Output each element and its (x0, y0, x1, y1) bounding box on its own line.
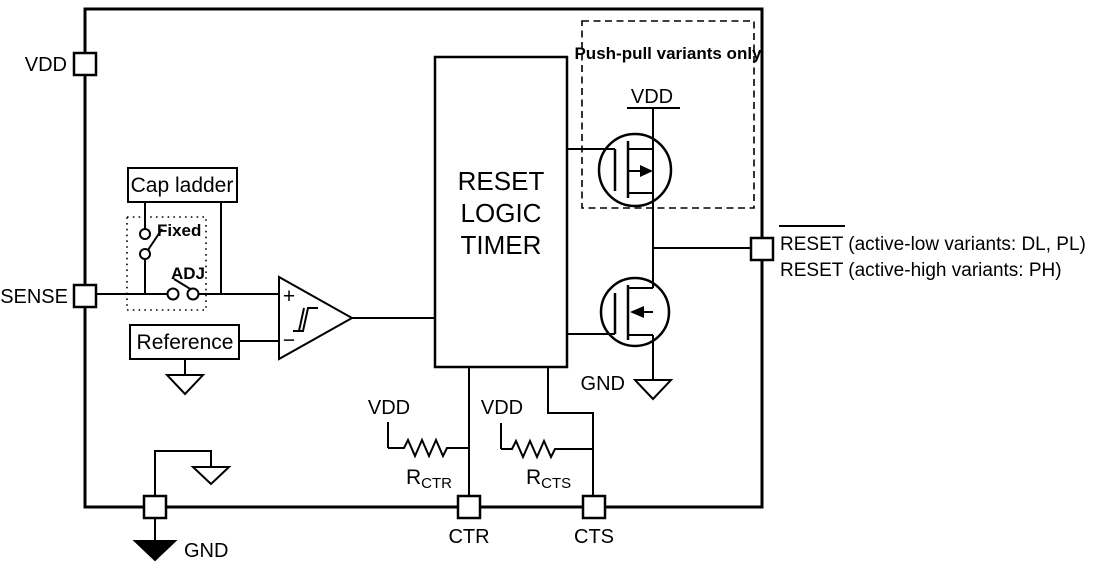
pmos-arrow-icon (640, 165, 653, 177)
nmos-ground-icon (632, 379, 674, 401)
nmos-body-circle (599, 276, 671, 348)
chip-boundary (83, 7, 764, 509)
fixed-switch-label: Fixed (157, 221, 201, 240)
cts-pin-label: CTS (574, 526, 614, 548)
comparator-minus-label: − (283, 329, 295, 352)
ctr-pin (456, 494, 482, 520)
rctr-label-sub: CTR (421, 475, 452, 492)
sense-pin (72, 283, 98, 309)
fixed-switch-blade (147, 228, 163, 251)
rcts-label-base: R (526, 466, 541, 489)
gnd-pin (142, 494, 168, 520)
wires (96, 107, 751, 541)
adj-switch-contact-left (166, 287, 180, 301)
output-stage-gnd-label: GND (581, 373, 625, 395)
pmos-transistor (597, 132, 673, 208)
cap-ladder-box (127, 167, 238, 203)
push-pull-dashed-box (581, 20, 755, 209)
reference-box (129, 324, 240, 360)
rcts-vdd-label: VDD (481, 397, 523, 419)
comparator-plus-label: + (283, 285, 295, 308)
nmos-arrow-icon (630, 306, 644, 318)
rcts-label-sub: CTS (541, 475, 571, 492)
timer-line-1: RESET (458, 166, 545, 196)
output-stage-vdd-label: VDD (631, 86, 673, 108)
rctr-label-base: R (406, 466, 421, 489)
nmos-transistor (599, 276, 671, 348)
internal-ground-icon (190, 466, 232, 486)
rcts-resistor (501, 438, 593, 460)
rctr-resistor-label: RCTR (406, 466, 452, 492)
adj-switch-blade (173, 278, 193, 291)
timer-line-3: TIMER (461, 230, 542, 260)
pmos-body-circle (597, 132, 673, 208)
fixed-switch-contact-bottom (139, 248, 151, 260)
reset-active-low-label: RESET (active-low variants: DL, PL) (780, 234, 1086, 255)
nmos-terminal-stubs (628, 287, 653, 336)
adj-switch-label: ADJ (171, 264, 205, 283)
cap-ladder-label: Cap ladder (131, 174, 234, 197)
internal-ground-wire (154, 450, 212, 496)
adj-switch-contact-right (186, 287, 200, 301)
timer-line-2: LOGIC (461, 198, 542, 228)
sense-pin-label: SENSE (0, 286, 68, 308)
rcts-resistor-label: RCTS (526, 466, 571, 492)
ctr-pin-label: CTR (448, 526, 489, 548)
gnd-pin-ground-icon (132, 540, 178, 562)
reset-pin (749, 236, 775, 262)
comparator-triangle (278, 275, 355, 361)
fixed-switch-contact-top (139, 228, 151, 240)
rctr-resistor (388, 437, 469, 459)
vdd-pin (72, 51, 98, 77)
vdd-pin-label: VDD (25, 54, 67, 76)
reference-label: Reference (137, 331, 234, 354)
hysteresis-icon (293, 307, 318, 332)
gnd-pin-label: GND (184, 540, 228, 562)
reset-active-high-label: RESET (active-high variants: PH) (780, 260, 1062, 281)
cts-pin (581, 494, 607, 520)
pmos-terminal-stubs (628, 148, 653, 194)
reference-ground-icon (164, 374, 206, 396)
push-pull-note: Push-pull variants only (574, 44, 762, 63)
cts-wire (547, 367, 594, 496)
reset-logic-timer-box (433, 55, 569, 369)
rctr-vdd-label: VDD (368, 397, 410, 419)
